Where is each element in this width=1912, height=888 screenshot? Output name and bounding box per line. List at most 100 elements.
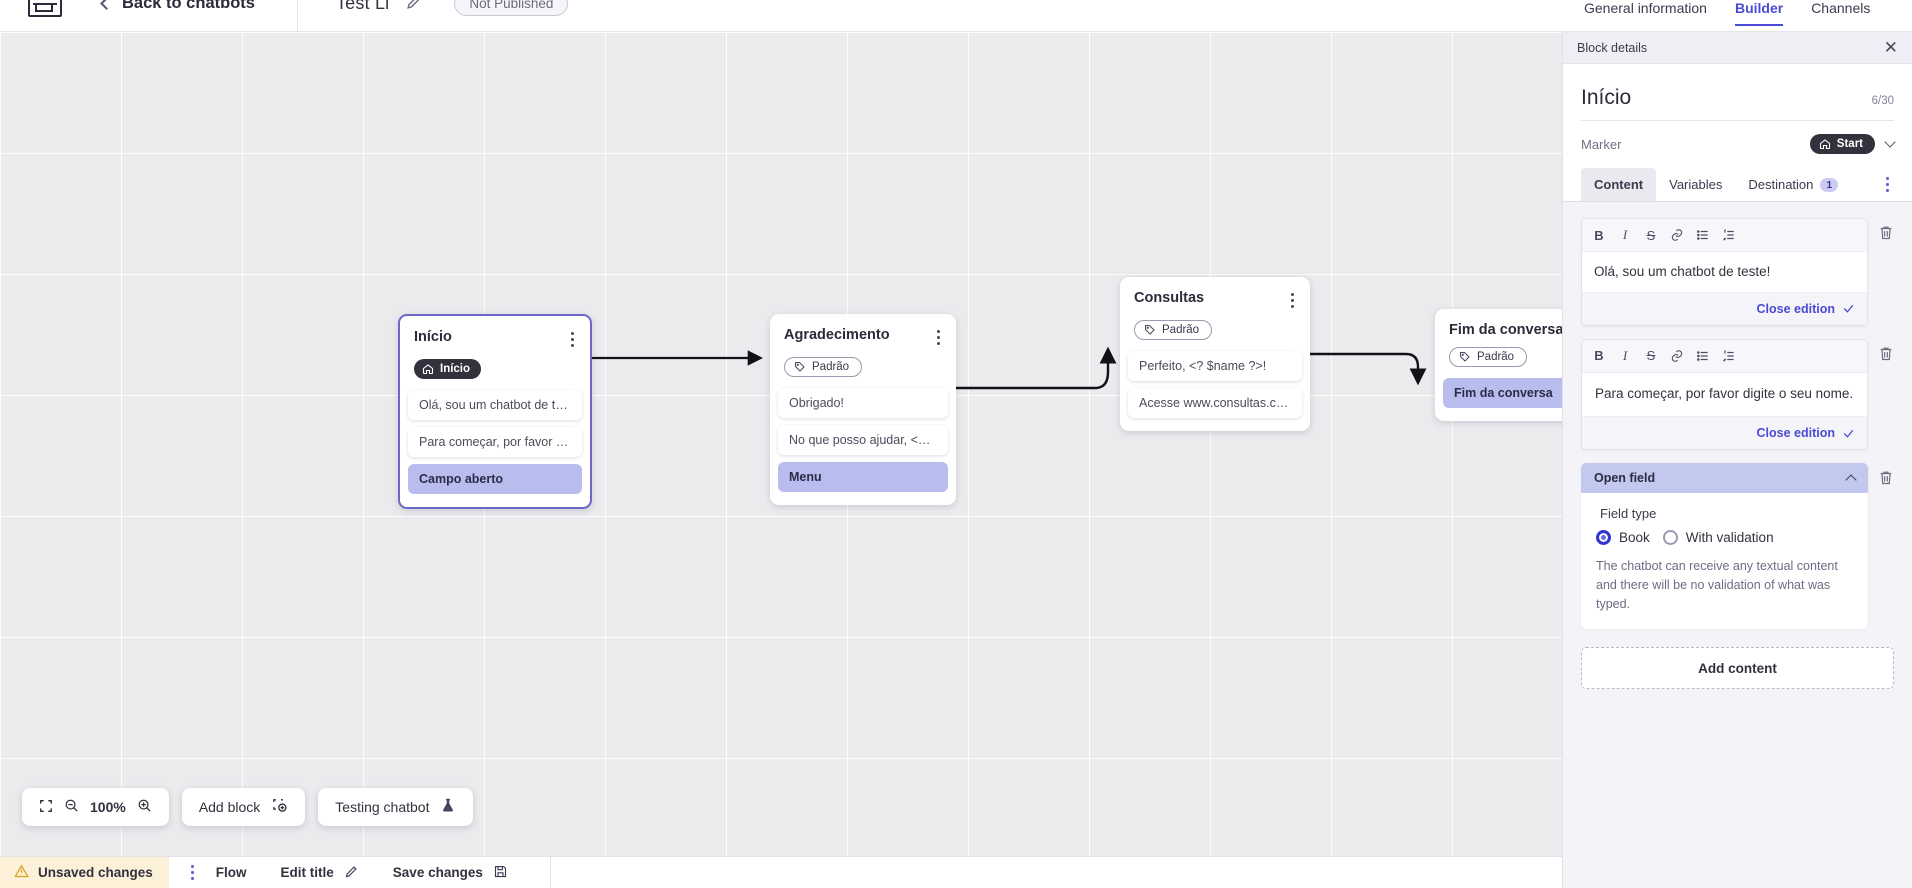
marker-value: Start — [1836, 138, 1863, 150]
node-header: Fim da conversa — [1435, 309, 1562, 338]
node-message[interactable]: Perfeito, <? $name ?>! — [1128, 351, 1302, 381]
editor-text[interactable]: Para começar, por favor digite o seu nom… — [1582, 372, 1867, 417]
close-edition-button[interactable]: Close edition — [1757, 302, 1855, 316]
node-tag-row: Padrão — [1120, 311, 1310, 351]
italic-icon[interactable]: I — [1622, 347, 1628, 363]
tab-destination[interactable]: Destination 1 — [1735, 168, 1851, 201]
save-changes-button[interactable]: Save changes — [393, 864, 508, 882]
link-icon[interactable] — [1664, 345, 1690, 367]
open-field-header[interactable]: Open field — [1581, 463, 1868, 494]
tab-builder[interactable]: Builder — [1734, 0, 1784, 26]
edit-title-button[interactable]: Edit title — [281, 864, 359, 882]
chevron-left-icon — [100, 0, 113, 10]
chatbot-logo-icon — [28, 0, 62, 17]
node-message[interactable]: Para começar, por favor digite o ... — [408, 427, 582, 457]
close-icon[interactable]: ✕ — [1883, 38, 1898, 57]
radio-book-input[interactable] — [1596, 530, 1611, 546]
open-field-body: Field type Book With validation The — [1581, 493, 1868, 629]
radio-with-validation-input[interactable] — [1662, 530, 1678, 546]
editor-toolbar: B I S — [1582, 219, 1867, 252]
marker-start-badge[interactable]: Start — [1809, 134, 1875, 154]
open-field-title: Open field — [1594, 471, 1656, 486]
node-title: Fim da conversa — [1449, 322, 1562, 338]
page-title: Início — [1581, 86, 1632, 109]
flow-node-agradecimento[interactable]: Agradecimento Padrão Obrigado! No que po… — [770, 314, 956, 505]
fit-screen-icon[interactable] — [39, 799, 53, 816]
node-menu-icon[interactable] — [1287, 290, 1298, 311]
add-block-button[interactable]: Add block — [181, 788, 306, 826]
node-menu-icon[interactable] — [933, 327, 944, 348]
node-tag-row: Padrão — [770, 348, 956, 388]
node-tag-badge: Padrão — [1134, 320, 1213, 340]
chevron-down-icon[interactable] — [1884, 136, 1896, 148]
more-vertical-icon[interactable] — [1881, 171, 1894, 198]
flow-canvas[interactable]: Início Início Olá, sou um chatbot de tes… — [0, 32, 1562, 856]
node-message[interactable]: Menu — [778, 462, 948, 492]
bullet-list-icon[interactable] — [1690, 224, 1716, 246]
back-to-chatbots-link[interactable]: Back to chatbots — [100, 0, 255, 13]
node-message[interactable]: Campo aberto — [408, 464, 582, 494]
marker-row: Marker Start — [1581, 121, 1896, 168]
trash-icon[interactable] — [1878, 218, 1894, 246]
node-message[interactable]: Olá, sou um chatbot de teste! — [408, 390, 582, 420]
strikethrough-icon[interactable]: S — [1646, 348, 1656, 364]
char-count: 6/30 — [1871, 95, 1894, 107]
rich-text-editor[interactable]: B I S Olá, sou um chatbot de tes — [1581, 218, 1868, 326]
status-bar: Unsaved changes Flow Edit title Save cha… — [0, 856, 1562, 888]
marker-control: Start — [1809, 134, 1896, 154]
tab-variables[interactable]: Variables — [1656, 168, 1735, 201]
tab-channels[interactable]: Channels — [1811, 0, 1871, 16]
open-field-description: The chatbot can receive any textual cont… — [1596, 559, 1838, 611]
close-edition-button[interactable]: Close edition — [1757, 426, 1855, 440]
tab-content[interactable]: Content — [1581, 168, 1657, 201]
zoom-controls[interactable]: 100% — [22, 788, 169, 826]
flow-node-consultas[interactable]: Consultas Padrão Perfeito, <? $name ?>! … — [1120, 277, 1310, 431]
node-header: Início — [400, 316, 590, 350]
check-icon — [1843, 304, 1854, 313]
radio-option-book[interactable]: Book — [1596, 530, 1650, 546]
node-menu-icon[interactable] — [567, 329, 578, 350]
tab-destination-label: Destination — [1748, 177, 1814, 192]
numbered-list-icon[interactable] — [1716, 345, 1742, 367]
numbered-list-icon[interactable] — [1716, 224, 1742, 246]
node-message[interactable]: Obrigado! — [778, 388, 948, 418]
node-message[interactable]: No que posso ajudar, <? $name ... — [778, 425, 948, 455]
testing-chatbot-label: Testing chatbot — [335, 799, 430, 815]
trash-icon[interactable] — [1878, 339, 1894, 367]
node-tag-label: Início — [440, 363, 471, 375]
open-field-block: Open field Field type Book Wi — [1581, 463, 1894, 630]
radio-option-with-validation[interactable]: With validation — [1662, 530, 1774, 546]
strikethrough-icon[interactable]: S — [1646, 227, 1656, 243]
tab-content-label: Content — [1594, 177, 1644, 192]
editor-text[interactable]: Olá, sou um chatbot de teste! — [1582, 252, 1867, 292]
link-icon[interactable] — [1664, 224, 1690, 246]
rich-text-editor[interactable]: B I S Para começar, por favor di — [1581, 338, 1868, 451]
node-tag-label: Padrão — [812, 361, 850, 373]
node-message[interactable]: Acesse www.consultas.com par... — [1128, 388, 1302, 418]
zoom-out-icon[interactable] — [64, 798, 79, 816]
trash-icon[interactable] — [1878, 463, 1894, 491]
node-tag-badge: Padrão — [784, 357, 863, 377]
testing-chatbot-button[interactable]: Testing chatbot — [318, 788, 474, 826]
tab-general-information[interactable]: General information — [1584, 0, 1707, 16]
node-title: Início — [414, 329, 452, 345]
node-tag-badge: Início — [414, 359, 482, 379]
flow-button[interactable]: Flow — [216, 865, 247, 880]
chevron-up-icon[interactable] — [1845, 473, 1857, 486]
tag-icon — [795, 362, 805, 372]
radio-book-label: Book — [1619, 530, 1650, 546]
bullet-list-icon[interactable] — [1690, 345, 1716, 367]
warning-icon — [14, 864, 29, 882]
zoom-in-icon[interactable] — [137, 798, 152, 816]
right-top-nav: General information Builder Channels — [1562, 0, 1912, 32]
flow-node-inicio[interactable]: Início Início Olá, sou um chatbot de tes… — [398, 314, 592, 509]
more-vertical-icon[interactable] — [190, 865, 194, 880]
header-divider — [296, 0, 298, 32]
add-content-button[interactable]: Add content — [1581, 647, 1894, 690]
node-message[interactable]: Fim da conversa — [1443, 378, 1562, 408]
bold-icon[interactable]: B — [1594, 348, 1604, 364]
pencil-icon[interactable] — [405, 0, 424, 16]
bold-icon[interactable]: B — [1594, 227, 1604, 243]
italic-icon[interactable]: I — [1622, 227, 1628, 242]
flow-node-fim-da-conversa[interactable]: Fim da conversa Padrão Fim da conversa — [1435, 309, 1562, 421]
